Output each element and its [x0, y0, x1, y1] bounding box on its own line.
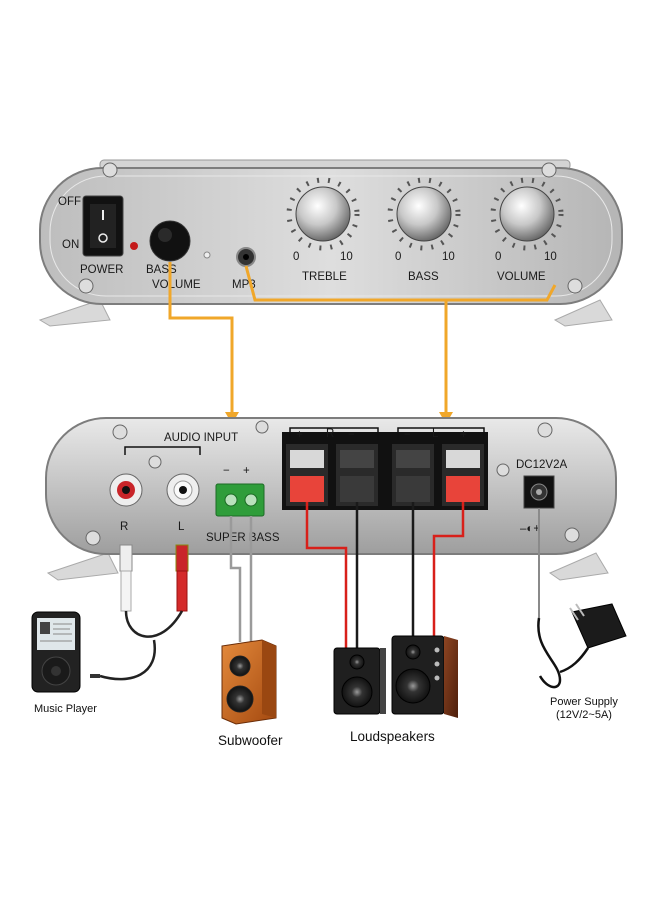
bass-max: 10	[442, 251, 455, 263]
bass-min: 0	[395, 251, 401, 263]
left-foot	[38, 299, 111, 327]
speaker-left-negative[interactable]	[396, 476, 430, 502]
speaker-right-positive[interactable]	[290, 476, 324, 502]
volume-label: VOLUME	[497, 271, 546, 283]
power-adapter-device: Power Supply (12V/2~5A)	[537, 603, 627, 721]
switch-off-label: OFF	[58, 196, 81, 208]
front-panel: OFF ON POWER BASS VOLUME MP3 0 10 TREBLE…	[38, 159, 623, 327]
spk-r: R	[326, 428, 334, 440]
power-led-icon	[130, 242, 138, 250]
rca-r-label: R	[120, 521, 128, 533]
bass-volume-label-2: VOLUME	[152, 279, 201, 291]
audio-input-label: AUDIO INPUT	[164, 432, 238, 444]
bass-volume-knob[interactable]	[149, 220, 191, 262]
wires	[90, 502, 540, 681]
super-bass-label: SUPER BASS	[206, 532, 280, 544]
screw-icon	[78, 278, 94, 294]
bass-knob[interactable]	[396, 186, 452, 242]
screw-icon	[567, 278, 583, 294]
subwoofer-device: Subwoofer	[218, 639, 283, 748]
treble-knob-group: 0 10 TREBLE	[286, 177, 360, 283]
power-supply-label-2: (12V/2~5A)	[556, 709, 612, 721]
bass-knob-group: 0 10 BASS	[387, 177, 461, 283]
music-player-label: Music Player	[34, 703, 97, 715]
treble-knob[interactable]	[295, 186, 351, 242]
volume-min: 0	[495, 251, 501, 263]
spk-plus-l: +	[460, 429, 467, 441]
rca-l-label: L	[178, 521, 185, 533]
volume-max: 10	[544, 251, 557, 263]
switch-on-label: ON	[62, 239, 79, 251]
treble-label: TREBLE	[302, 271, 347, 283]
screw-icon	[537, 422, 553, 438]
spk-l: L	[432, 428, 439, 440]
screw-icon	[564, 527, 580, 543]
right-foot	[553, 299, 613, 327]
treble-max: 10	[340, 251, 353, 263]
indicator-led-icon	[203, 251, 211, 259]
loudspeaker-right-device	[333, 647, 386, 715]
music-player-device: Music Player	[31, 611, 97, 715]
sub-plus-label: +	[243, 465, 250, 477]
screw-icon	[255, 420, 269, 434]
bass-volume-label-1: BASS	[146, 264, 177, 276]
spk-minus-l: −	[404, 429, 411, 441]
orange-connector-lines	[168, 262, 557, 424]
loudspeakers-label: Loudspeakers	[350, 729, 435, 744]
rca-plug-red	[175, 544, 189, 572]
rear-panel: AUDIO INPUT R L − + SUPER BASS + R	[45, 417, 617, 581]
left-foot	[46, 552, 119, 581]
volume-knob[interactable]	[499, 186, 555, 242]
spk-minus-r: −	[348, 429, 355, 441]
screw-icon	[112, 424, 128, 440]
spk-plus-r: +	[296, 429, 303, 441]
screw-icon	[85, 530, 101, 546]
dc-label: DC12V2A	[516, 459, 567, 471]
power-supply-label-1: Power Supply	[550, 696, 618, 708]
loudspeaker-left-device	[391, 635, 458, 718]
treble-min: 0	[293, 251, 299, 263]
right-foot	[548, 552, 609, 581]
speaker-right-negative[interactable]	[340, 476, 374, 502]
dc-polarity-icon: –◐+	[520, 523, 540, 535]
screw-icon	[496, 463, 510, 477]
screw-icon	[148, 455, 162, 469]
sub-minus-label: −	[223, 465, 230, 477]
speaker-left-positive[interactable]	[446, 476, 480, 502]
screw-icon	[102, 162, 118, 178]
screw-icon	[541, 162, 557, 178]
rca-plug-white	[119, 544, 133, 572]
volume-knob-group: 0 10 VOLUME	[490, 177, 564, 283]
bass-label: BASS	[408, 271, 439, 283]
super-bass-terminal[interactable]	[215, 483, 265, 517]
power-label: POWER	[80, 264, 123, 276]
subwoofer-label: Subwoofer	[218, 733, 283, 748]
